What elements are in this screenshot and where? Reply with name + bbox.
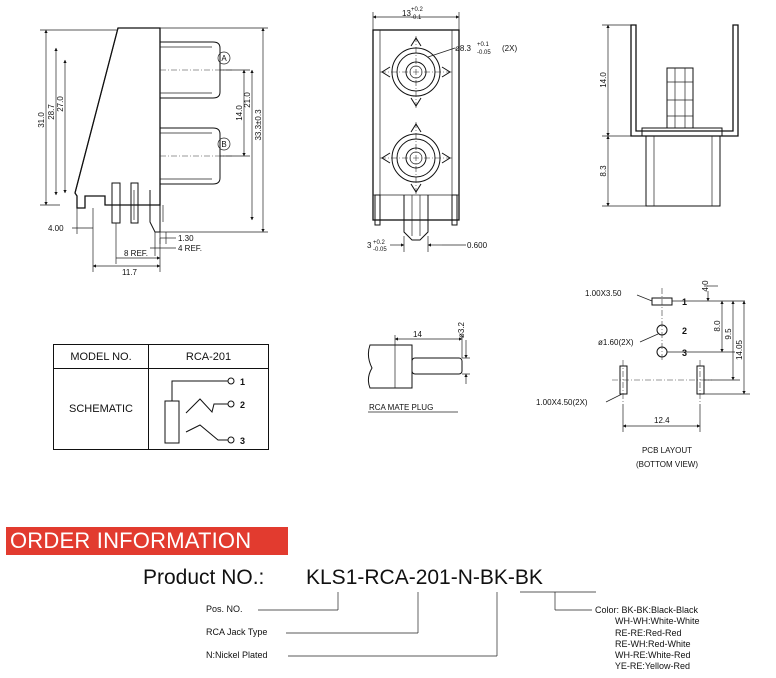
pin-label-1: 1	[682, 297, 687, 307]
pcb-layout: 1 2 3 1.00X3.50 ø1.60(2X) 1.00X4.50(2X) …	[536, 280, 750, 469]
marker-a-circle	[217, 51, 231, 65]
plating-label: N:Nickel Plated	[206, 650, 268, 660]
product-code: KLS1-RCA-201-N-BK-BK	[306, 566, 543, 589]
rca-mate-plug: 14 ø3.2 RCA MATE PLUG	[367, 321, 470, 413]
schematic-cell	[148, 368, 269, 450]
dim-27: 27.0	[56, 96, 65, 112]
hole-count: (2X)	[502, 44, 517, 53]
order-leaders	[258, 591, 596, 657]
pcb-pad1: 1.00X3.50	[585, 289, 622, 298]
color-options: Color: BK-BK:Black-Black WH-WH:White-Whi…	[595, 605, 700, 673]
front-width-tol-top: +0.2	[411, 7, 424, 13]
schematic-label: SCHEMATIC	[53, 368, 149, 450]
pcb-d40: 4.0	[701, 280, 710, 292]
marker-a: A	[221, 54, 227, 63]
pos-no-label: Pos. NO.	[206, 604, 243, 614]
pcb-caption-1: PCB LAYOUT	[642, 446, 692, 455]
pin-tol-bot: -0.05	[373, 247, 387, 253]
dim-117: 11.7	[122, 268, 138, 277]
dim-8ref: 8 REF.	[124, 249, 148, 258]
pcb-d80: 8.0	[713, 320, 722, 332]
plug-caption: RCA MATE PLUG	[369, 403, 433, 412]
model-no-header: MODEL NO.	[53, 344, 149, 369]
color-option: WH-WH:White-White	[595, 616, 700, 627]
plug-dia: ø3.2	[457, 321, 466, 338]
dim-31: 31.0	[37, 112, 46, 128]
right-h14: 14.0	[599, 72, 608, 88]
dim-130: 1.30	[178, 234, 194, 243]
pin-tol-top: +0.2	[373, 240, 386, 246]
pin-dim: 3	[367, 241, 372, 250]
dim-14: 14.0	[235, 105, 244, 121]
model-no-value: RCA-201	[148, 344, 269, 369]
right-view: 14.0 8.3	[599, 24, 739, 207]
side-view: A B 31.0 28.7 27.0 14.0 21.0 33.3±0.3 4.…	[37, 27, 268, 277]
front-view: 13 +0.2 -0.1 ø8.3 +0.1 -0.05 (2X) 3 +0.2…	[367, 7, 517, 253]
marker-b-circle	[217, 137, 231, 151]
spec-table: MODEL NO. RCA-201 SCHEMATIC	[53, 344, 269, 450]
color-option: RE-RE:Red-Red	[595, 627, 682, 638]
pin-width: 0.600	[467, 241, 488, 250]
pcb-w124: 12.4	[654, 416, 670, 425]
order-information-banner: ORDER INFORMATION	[6, 527, 288, 555]
front-width-tol-bot: -0.1	[411, 15, 422, 21]
pin-label-3: 3	[682, 348, 687, 358]
hole-dia: ø8.3	[455, 44, 472, 53]
pcb-caption-2: (BOTTOM VIEW)	[636, 460, 698, 469]
dim-287: 28.7	[47, 104, 56, 120]
pcb-holes: ø1.60(2X)	[598, 338, 634, 347]
front-width: 13	[402, 9, 411, 18]
marker-b: B	[221, 140, 226, 149]
color-option: YE-RE:Yellow-Red	[595, 661, 691, 672]
hole-tol-bot: -0.05	[477, 50, 491, 56]
product-no-label: Product NO.:	[143, 566, 265, 589]
right-h83: 8.3	[599, 165, 608, 177]
dim-21: 21.0	[243, 92, 252, 108]
hole-tol-top: +0.1	[477, 42, 490, 48]
color-option: RE-WH:Red-White	[595, 638, 691, 649]
pcb-d95: 9.5	[724, 328, 733, 340]
pcb-pads2: 1.00X4.50(2X)	[536, 398, 588, 407]
color-option: WH-RE:White-Red	[595, 650, 691, 661]
dim-4: 4.00	[48, 224, 64, 233]
dim-4ref: 4 REF.	[178, 244, 202, 253]
color-option: Color: BK-BK:Black-Black	[595, 605, 699, 615]
dim-333: 33.3±0.3	[254, 109, 263, 141]
pin-label-2: 2	[682, 326, 687, 336]
pcb-d1405: 14.05	[735, 339, 744, 360]
plug-len: 14	[413, 330, 422, 339]
jack-type-label: RCA Jack Type	[206, 627, 268, 637]
